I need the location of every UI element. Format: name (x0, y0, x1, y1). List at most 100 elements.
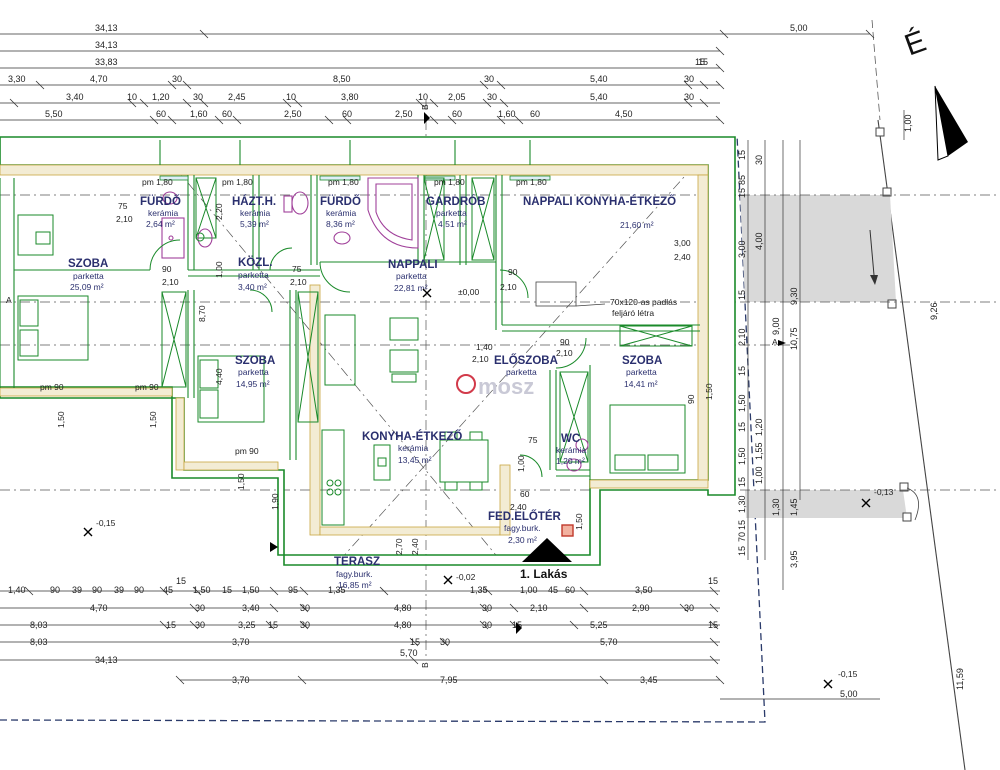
room-floor: kerámia (240, 208, 271, 218)
room-area: 4,51 m² (438, 219, 467, 229)
dim-top-2a: 34,13 (95, 40, 118, 50)
toilet-2 (197, 228, 213, 248)
attic-hatch (535, 281, 577, 307)
window-dim-6: 90 (686, 394, 696, 404)
dim-bot-4d: 30 (440, 637, 450, 647)
dim-bot-1m: 1,35 (328, 585, 346, 595)
window-dim-2: 1,50 (148, 411, 158, 428)
dim-bot-5a: 34,13 (95, 655, 118, 665)
dim-bot-6a: 3,70 (232, 675, 250, 685)
dim-top-5b: 10 (127, 92, 137, 102)
section-arrow-a (778, 340, 786, 346)
room-living-kitchen: NAPPALI KONYHA-ÉTKEZŐ 21,60 m² (523, 195, 676, 230)
door-w-5: 90 (508, 267, 518, 277)
door-h-8: 2,10 (556, 348, 573, 358)
wall-hatch-left-wing (0, 387, 173, 397)
property-line-east-2 (871, 19, 881, 121)
room-area: 3,40 m² (238, 282, 267, 292)
wc-basin (575, 438, 589, 452)
room-corridor: KÖZL. parketta 3,40 m² (238, 256, 273, 292)
room-floor: parketta (396, 271, 427, 281)
pm-label-3: pm 1,80 (328, 177, 359, 187)
bed-right (609, 404, 686, 474)
dim-top-3a: 33,83 (95, 57, 118, 67)
door-h-1: 2,10 (116, 214, 133, 224)
window-bath-2 (319, 175, 361, 181)
dim-r-b8: 1,45 (789, 498, 799, 516)
terrace-step-arrow (270, 542, 278, 552)
dim-bot-1c: 90 (50, 585, 60, 595)
dim-r-b2: 4,00 (754, 232, 764, 250)
dim-r-a12: 1,30 (737, 495, 747, 513)
dim-top-3b: 15 (695, 57, 705, 67)
dim-r-a5: 15 (737, 290, 747, 300)
gate-post-2 (882, 187, 892, 197)
dim-top-4d: 8,50 (333, 74, 351, 84)
dimension-text-bottom: 15 1,40 90 39 90 39 90 45 1,50 15 1,50 9… (8, 576, 858, 699)
wall-hatch-entry (499, 464, 511, 536)
dim-top-6g: 2,50 (395, 109, 413, 119)
dim-bot-3k: 15 (708, 620, 718, 630)
room-hall: ELŐSZOBA parketta (494, 354, 558, 377)
window-dim-7: 1,50 (704, 383, 714, 400)
wall-hatch-top (0, 164, 709, 176)
room-bathroom-1: FÜRDŐ kerámia 2,64 m² (140, 195, 181, 229)
dim-top-1a: 34,13 (95, 23, 118, 33)
wardrobes (161, 177, 693, 463)
room-area: 1,20 m² (556, 456, 585, 466)
meter-box (561, 524, 574, 537)
dim-bot-1h: 45 (163, 585, 173, 595)
watermark-logo-icon (456, 374, 476, 394)
dim-bot-1a: 15 (176, 576, 186, 586)
room-area: 22,81 m² (394, 283, 428, 293)
driveway-strip-lower (745, 490, 907, 518)
dim-bot-4e: 5,70 (600, 637, 618, 647)
room-area: 14,41 m² (624, 379, 658, 389)
room-wardrobe: GARDRÓB parketta 4,51 m² (426, 195, 485, 229)
gate-post-1 (875, 127, 885, 137)
dim-r-a4: 3,00 (737, 240, 747, 258)
dim-bot-1b: 1,40 (8, 585, 26, 595)
corner-bathtub (367, 177, 419, 249)
window-dim-12: 1,50 (574, 513, 584, 530)
level-mark-m015-a: -0,15 (96, 518, 116, 528)
door-h-10: 2,40 (510, 502, 527, 512)
room-name: WC (561, 433, 580, 445)
dim-bot-1l: 95 (288, 585, 298, 595)
gate-post-4 (899, 482, 909, 492)
room-name: FÜRDŐ (140, 195, 181, 208)
dim-r-a15: 15 (737, 546, 747, 556)
window-dim-4: 1,90 (270, 493, 280, 510)
dimension-lines-top (0, 29, 875, 125)
dim-bot-3c: 30 (195, 620, 205, 630)
entrance-triangle-icon (522, 538, 572, 562)
room-floor: parketta (238, 367, 269, 377)
dim-top-6j: 60 (530, 109, 540, 119)
room-living: NAPPALI parketta 22,81 m² (388, 259, 438, 293)
dim-top-5e: 2,45 (228, 92, 246, 102)
dim-bot-4b: 3,70 (232, 637, 250, 647)
section-arrow-bottom (516, 622, 522, 634)
room-floor: parketta (626, 367, 657, 377)
section-label-a1: A (772, 337, 778, 347)
dim-r-a10: 1,50 (737, 447, 747, 465)
section-arrow-top (424, 112, 430, 124)
section-label-top: B (420, 104, 430, 110)
room-name: GARDRÓB (426, 195, 485, 208)
dim-bot-2f: 30 (482, 603, 492, 613)
dim-bot-1d: 39 (72, 585, 82, 595)
dim-r-b3: 9,00 (771, 317, 781, 335)
dim-top-6c: 1,60 (190, 109, 208, 119)
dim-top-5i: 2,05 (448, 92, 466, 102)
door-h-2: 2,10 (162, 277, 179, 287)
door-w-3: 75 (292, 264, 302, 274)
wall-hatch-bottom (589, 479, 709, 489)
room-name: KÖZL. (238, 256, 273, 269)
boiler-icon (195, 232, 205, 242)
room-floor: fagy.burk. (336, 569, 373, 579)
kitchen-counter (321, 429, 345, 526)
pm90-label-1: pm 90 (40, 382, 64, 392)
room-floor: parketta (238, 270, 269, 280)
dim-bot-1n: 1,35 (470, 585, 488, 595)
